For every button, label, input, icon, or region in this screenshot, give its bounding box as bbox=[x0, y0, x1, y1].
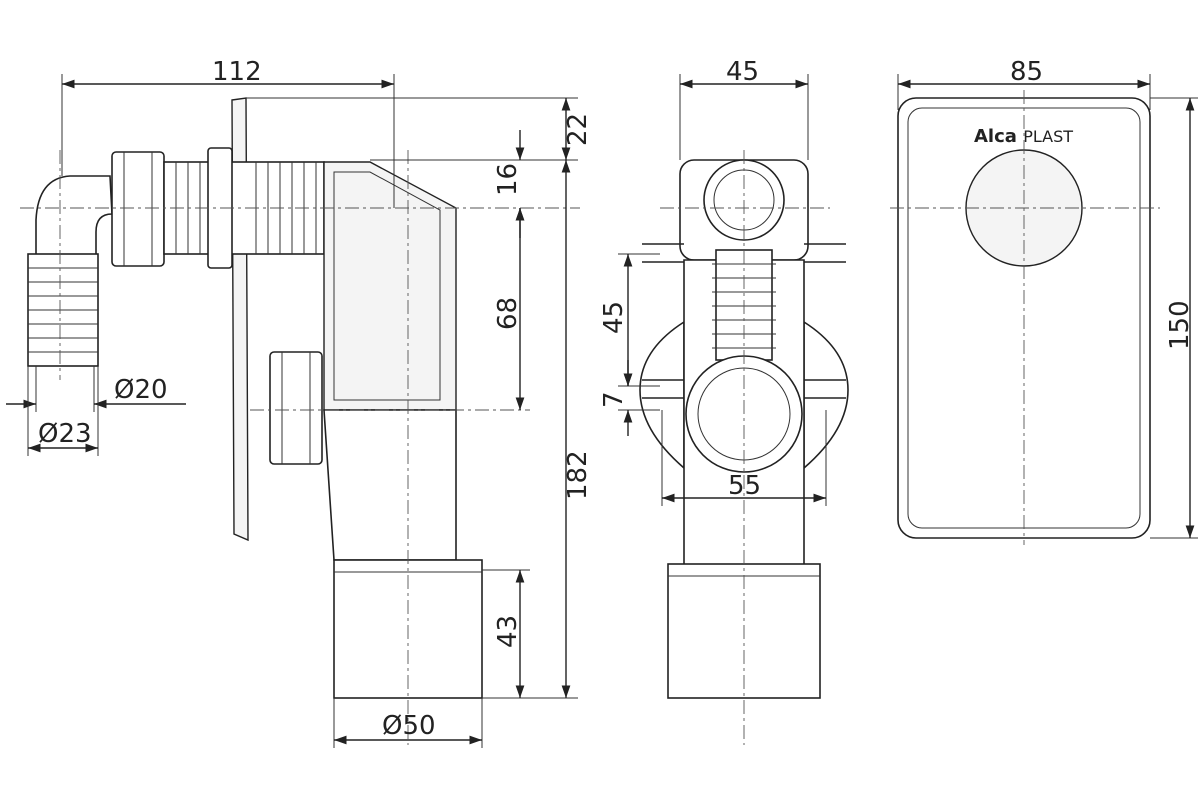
dim-total-height: 182 bbox=[563, 450, 593, 500]
siphon-lower-body bbox=[323, 409, 457, 561]
union-nut-side bbox=[269, 351, 323, 465]
brand-suffix: PLAST bbox=[1023, 127, 1073, 146]
dim-front-gap: 7 bbox=[599, 391, 629, 408]
elbow-fitting bbox=[35, 175, 113, 257]
brand-name: Alca bbox=[974, 126, 1017, 147]
dim-cover-width: 85 bbox=[1010, 57, 1043, 87]
front-right-fins bbox=[804, 243, 846, 399]
dim-top-offset: 22 bbox=[563, 113, 593, 146]
front-left-clamp bbox=[639, 320, 685, 470]
dim-side-width: 112 bbox=[212, 57, 262, 87]
siphon-body bbox=[323, 161, 457, 411]
dim-bottom-height: 43 bbox=[493, 615, 523, 648]
front-view: 45 45 7 55 bbox=[599, 57, 849, 745]
front-right-clamp bbox=[803, 320, 849, 470]
brand-logo: Alca PLAST bbox=[974, 126, 1073, 147]
front-left-fins bbox=[642, 243, 684, 399]
dim-front-span: 55 bbox=[728, 471, 761, 501]
dim-hose-inner: Ø20 bbox=[114, 375, 168, 405]
dim-cover-height: 150 bbox=[1165, 300, 1195, 350]
cover-view: Alca PLAST 85 150 bbox=[890, 57, 1198, 545]
dim-front-width: 45 bbox=[726, 57, 759, 87]
dim-hose-outer: Ø23 bbox=[38, 419, 92, 449]
hose-tail bbox=[27, 253, 99, 367]
union-nut-left bbox=[111, 151, 165, 267]
dim-mid-height: 68 bbox=[493, 297, 523, 330]
side-view: 112 22 16 68 182 43 Ø50 Ø20 Ø23 bbox=[6, 57, 593, 748]
dim-outlet-diameter: Ø50 bbox=[382, 711, 436, 741]
dim-front-spacing: 45 bbox=[599, 301, 629, 334]
dim-upper-height: 16 bbox=[493, 163, 523, 196]
